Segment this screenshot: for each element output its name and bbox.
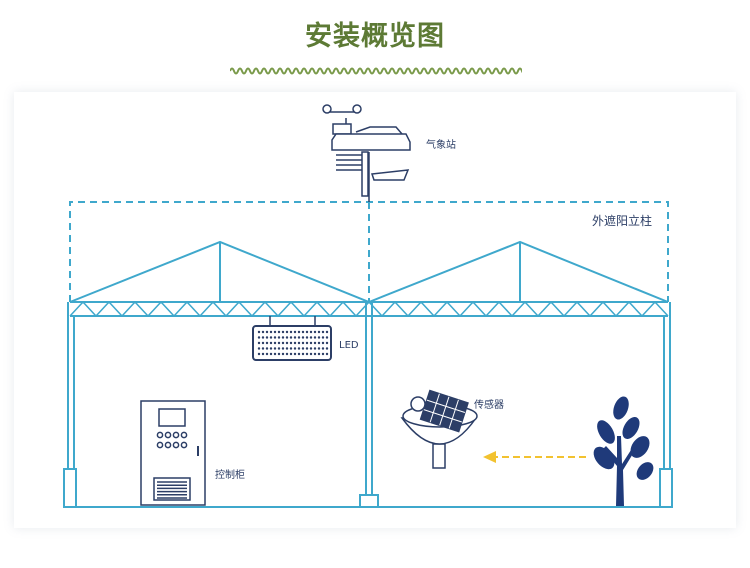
page-title: 安装概览图	[305, 21, 445, 52]
weather-station-icon	[322, 104, 411, 202]
greenhouse-frame	[63, 302, 673, 508]
diagram-panel	[14, 92, 736, 528]
led-light-icon	[252, 316, 332, 361]
outer-shade-column-label: 外遮阳立柱	[592, 214, 653, 228]
control-cabinet-icon	[140, 400, 206, 506]
direction-arrow	[483, 451, 586, 463]
led-label: LED	[339, 340, 359, 351]
weather-station-label: 气象站	[426, 140, 456, 151]
outer-shade-frame	[69, 201, 669, 302]
plant-icon	[593, 396, 654, 506]
sensor-icon	[400, 389, 478, 469]
roof-truss	[69, 300, 669, 318]
control-cabinet-label: 控制柜	[215, 470, 245, 481]
sensor-label: 传感器	[474, 400, 504, 411]
title-wave-divider	[230, 67, 522, 75]
